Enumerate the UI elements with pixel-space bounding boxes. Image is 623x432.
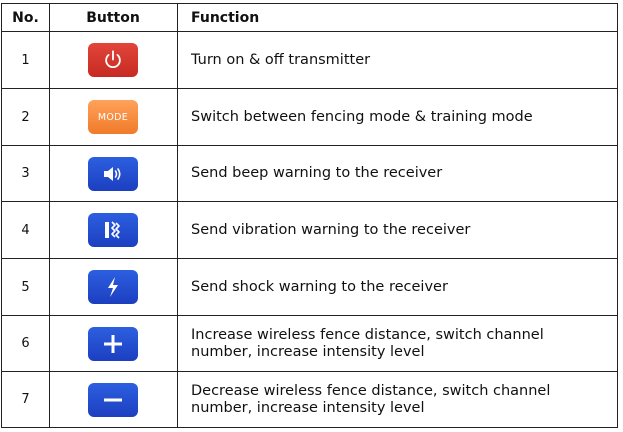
button-cell	[49, 146, 177, 201]
shock-button	[88, 270, 138, 304]
row-divider	[2, 201, 617, 202]
row-divider	[2, 258, 617, 259]
row-number: 7	[21, 392, 30, 407]
plus-button	[88, 326, 138, 361]
vibration-icon	[105, 221, 120, 239]
row-divider	[2, 371, 617, 372]
beep-button	[88, 156, 138, 191]
function-text: Decrease wireless fence distance, switch…	[177, 372, 617, 427]
header-divider	[2, 31, 617, 32]
function-text: Increase wireless fence distance, switch…	[177, 316, 617, 371]
button-cell	[49, 316, 177, 371]
function-line: Increase wireless fence distance, switch…	[191, 326, 544, 343]
function-line: number, increase intensity level	[191, 343, 425, 360]
row-number: 6	[21, 336, 30, 351]
button-cell	[49, 202, 177, 258]
row-divider	[2, 88, 617, 89]
speaker-icon	[104, 166, 121, 181]
header-button: Button	[86, 9, 140, 26]
minus-button	[88, 382, 138, 417]
power-button	[88, 43, 138, 77]
button-cell: MODE	[49, 89, 177, 145]
row-divider	[2, 315, 617, 316]
function-line: Decrease wireless fence distance, switch…	[191, 382, 551, 399]
column-divider	[177, 4, 178, 427]
mode-button: MODE	[88, 100, 138, 134]
header-function: Function	[191, 9, 260, 26]
row-number: 3	[21, 166, 30, 181]
power-icon	[105, 50, 121, 69]
plus-icon	[104, 334, 122, 353]
vibration-button	[88, 213, 138, 247]
row-number: 5	[21, 279, 30, 295]
row-number: 1	[21, 52, 30, 68]
row-number: 2	[21, 109, 30, 125]
button-cell	[49, 259, 177, 315]
header-no: No.	[12, 9, 39, 26]
function-line: number, increase intensity level	[191, 399, 425, 416]
function-text: Send shock warning to the receiver	[191, 278, 448, 295]
function-text: Send vibration warning to the receiver	[191, 221, 471, 238]
button-function-table: No. Button Function 1 Turn on & off tran…	[1, 3, 618, 428]
button-cell	[49, 372, 177, 427]
function-text: Switch between fencing mode & training m…	[191, 108, 533, 125]
row-number: 4	[21, 222, 30, 238]
lightning-icon	[108, 277, 118, 297]
button-cell	[49, 32, 177, 88]
minus-icon	[104, 398, 122, 401]
function-text: Turn on & off transmitter	[191, 51, 371, 68]
function-text: Send beep warning to the receiver	[191, 165, 443, 181]
row-divider	[2, 145, 617, 146]
column-divider	[49, 4, 50, 427]
